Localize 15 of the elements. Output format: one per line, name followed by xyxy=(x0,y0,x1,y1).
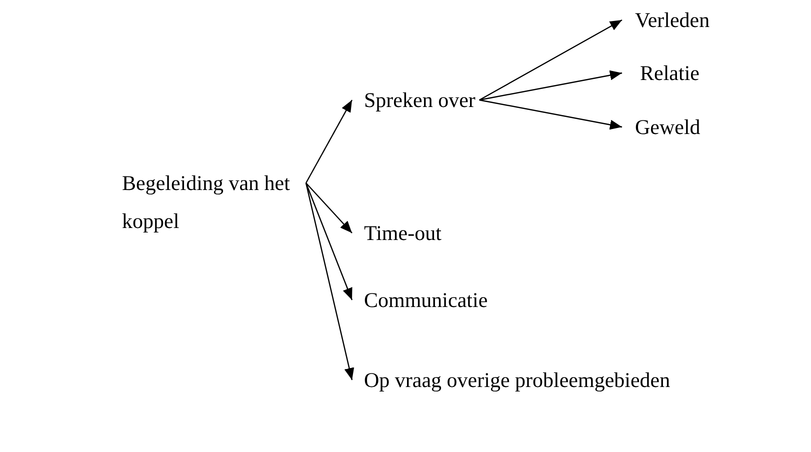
node-label: Spreken over xyxy=(352,87,480,113)
node-label: Relatie xyxy=(622,60,700,86)
arrow xyxy=(306,182,352,234)
node-label: Time-out xyxy=(352,220,442,246)
node-label: Begeleiding van het koppel xyxy=(122,164,306,240)
node-label: Geweld xyxy=(622,114,700,140)
arrow xyxy=(305,182,353,300)
arrow xyxy=(479,99,622,130)
arrow xyxy=(479,19,622,101)
arrow xyxy=(305,182,354,380)
arrow xyxy=(479,70,622,101)
node-label: Op vraag overige probleemgebieden xyxy=(352,367,670,393)
node-label: Verleden xyxy=(622,7,710,33)
arrow xyxy=(305,100,353,184)
node-label: Communicatie xyxy=(352,287,488,313)
